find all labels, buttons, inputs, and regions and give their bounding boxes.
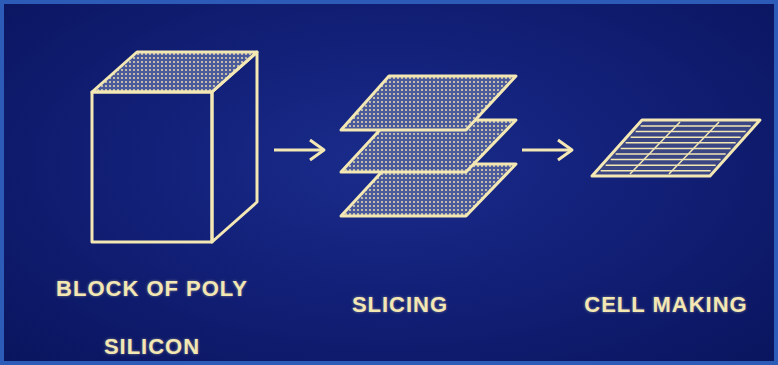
cube-front: [92, 92, 212, 242]
step-label: BLOCK OF POLY SILICON: [27, 260, 277, 365]
step-label: SLICING: [300, 290, 500, 320]
wafer-slice: [341, 76, 516, 130]
arrow-head: [558, 140, 572, 160]
solar-cell: [592, 120, 760, 176]
cell-grid: [601, 122, 751, 174]
step-label: CELL MAKING: [556, 290, 776, 320]
arrow: [274, 149, 322, 152]
cube-side: [212, 52, 257, 242]
arrow: [522, 149, 570, 152]
arrow-head: [310, 140, 324, 160]
